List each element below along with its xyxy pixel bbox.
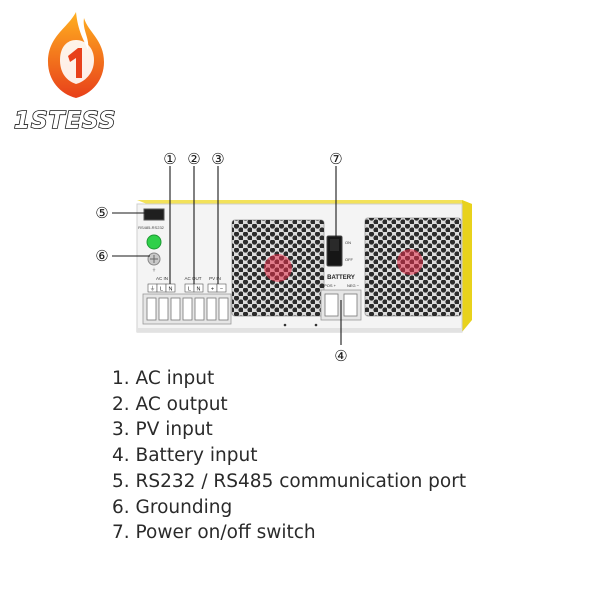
case-side-yellow [462,200,472,332]
legend-item-battery-input: 4. Battery input [112,445,258,467]
legend-item-ac-output: 2. AC output [112,393,228,415]
legend-item-power-switch: 7. Power on/off switch [112,522,316,544]
brand-wordmark: 1STESS [13,107,117,135]
panel-bottom-edge [137,328,462,332]
comm-port-label: RS485-RS232 [138,225,165,230]
ground-symbol-icon: ⏚ [152,266,156,272]
component-legend: 1. AC input 2. AC output 3. PV input 4. … [112,366,466,546]
brand-logo: 1STESS [10,10,140,135]
callout-5: ⑤ [95,205,108,222]
legend-item-grounding: 6. Grounding [112,496,233,518]
legend-item-ac-input: 1. AC input [112,368,215,389]
case-top-edge [137,200,472,204]
callout-4: ④ [334,348,347,365]
ac-out-label: AC OUT [184,276,201,281]
callout-1: ① [163,151,176,168]
ac-in-label: AC IN [156,276,168,281]
switch-off-label: OFF [345,257,354,262]
flame-logo-icon [48,12,104,98]
panel-screw [314,323,318,327]
grounding-screw-slot-icon [150,255,158,263]
battery-pos-label: POS + [324,283,337,288]
callout-6: ⑥ [95,248,108,265]
comm-port [143,208,165,221]
inverter-rear-panel-diagram: RS485-RS232 ⏚ AC IN AC OUT PV IN ⏚ L N L… [95,151,472,365]
legend-item-pv-input: 3. PV input [112,419,213,441]
status-led [146,234,162,250]
ac-in-terminal-l: L [160,287,163,293]
ac-in-terminal-n: N [169,287,173,293]
ac-out-terminal-n: N [197,287,201,293]
cooling-fan-left [231,219,325,317]
terminal-markings: ⏚ L N L N + − [147,283,227,293]
callout-lines [112,166,342,345]
battery-neg-label: NEG − [347,283,360,288]
cooling-fan-right [364,217,462,317]
pv-in-label: PV IN [209,276,221,281]
pv-in-terminal-plus: + [211,287,214,293]
terminal-block [142,293,232,325]
ac-out-terminal-l: L [188,287,191,293]
callout-7: ⑦ [329,151,342,168]
legend-item-comm-port: 5. RS232 / RS485 communication port [112,470,467,492]
switch-on-label: ON [345,240,351,245]
battery-label: BATTERY [327,275,355,281]
panel-screw [283,323,287,327]
ac-in-terminal-ground: ⏚ [150,286,156,293]
power-switch-rocker [330,239,339,251]
callout-2: ② [187,151,200,168]
pv-in-terminal-minus: − [220,287,223,293]
callout-3: ③ [211,151,224,168]
